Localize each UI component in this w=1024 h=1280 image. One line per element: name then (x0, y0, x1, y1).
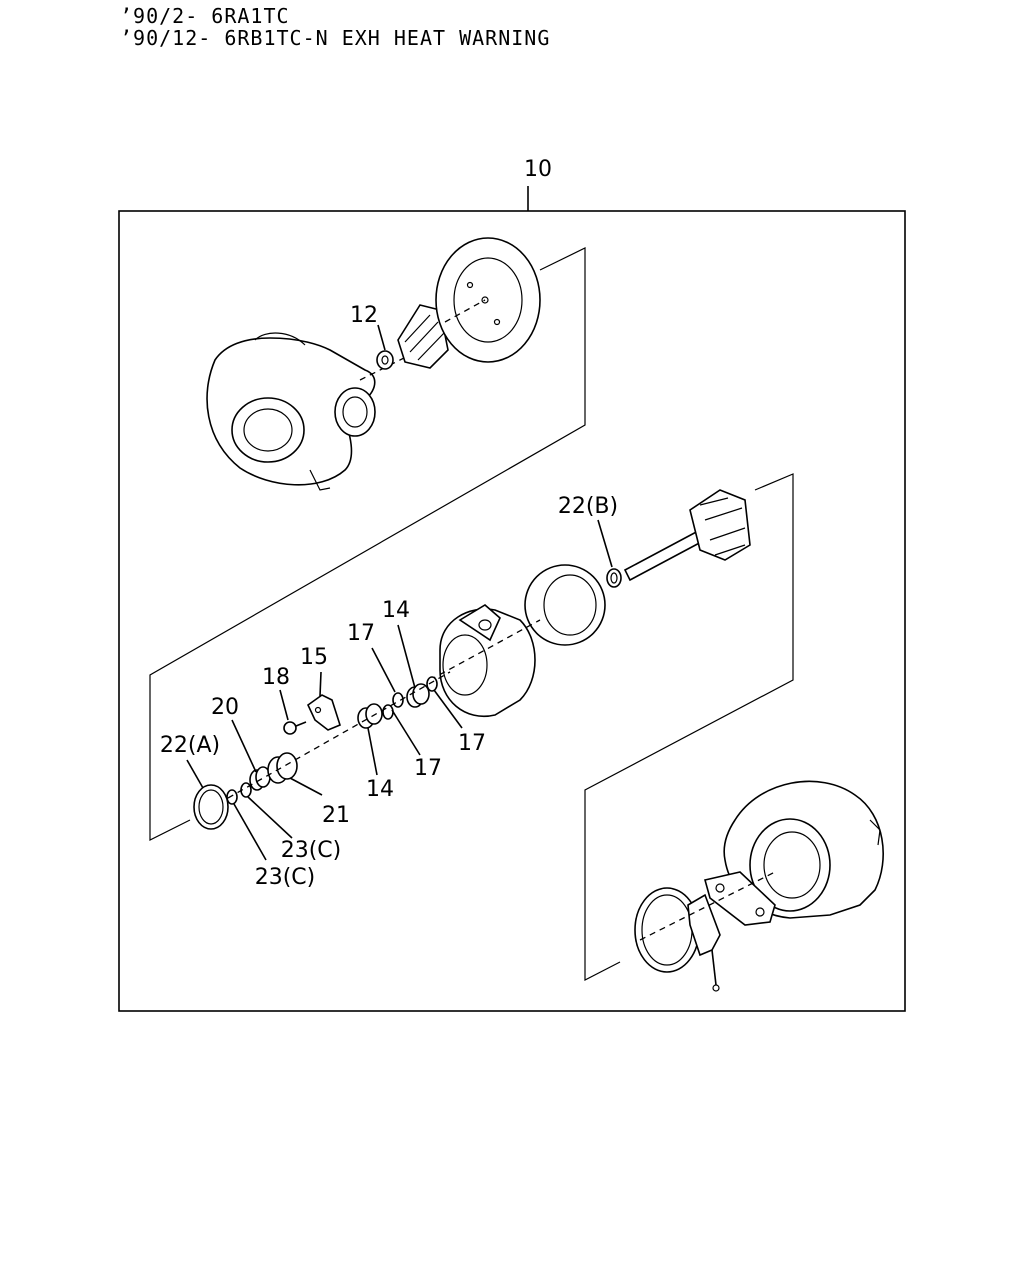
callout-14-lower: 14 (366, 777, 394, 802)
axis-backplate (444, 299, 486, 323)
leader-23c-b (233, 803, 267, 861)
group-boundary-compressor (149, 247, 586, 841)
bearing-housing (439, 604, 536, 718)
leader-14-lower (367, 727, 378, 776)
snap-ring-17-upper (426, 676, 438, 692)
leader-15 (319, 671, 322, 697)
callout-22a: 22(A) (160, 733, 220, 758)
leader-12 (377, 324, 386, 351)
thrust-bearing-15 (306, 694, 341, 731)
callout-23c-b: 23(C) (255, 865, 316, 890)
axis-small-parts (227, 671, 451, 799)
back-plate (435, 237, 541, 363)
snap-ring-17-lower (382, 704, 394, 720)
turbine-shaft-wheel (623, 489, 751, 582)
callout-12: 12 (350, 303, 378, 328)
leader-22a (186, 759, 204, 789)
assembly-frame (118, 210, 906, 1012)
callout-17-right: 17 (458, 731, 486, 756)
callout-17-lower: 17 (414, 756, 442, 781)
header-line-1: ’90/2- 6RA1TC (120, 4, 290, 28)
leader-17-lower (391, 709, 421, 756)
callout-17-upper: 17 (347, 621, 375, 646)
journal-bearing-14-upper (406, 683, 430, 708)
axis-compressor (359, 339, 441, 381)
callout-10: 10 (524, 157, 552, 182)
callout-18: 18 (262, 665, 290, 690)
axis-turbine (639, 871, 776, 941)
turbine-housing (704, 780, 884, 926)
callout-21: 21 (322, 803, 350, 828)
heat-shield (524, 564, 606, 646)
group-boundary-turbine (584, 473, 794, 981)
oil-insert-21 (267, 752, 298, 784)
compressor-housing (206, 332, 376, 491)
leader-21 (289, 777, 323, 796)
axis-bearing (429, 619, 541, 681)
callout-20: 20 (211, 695, 239, 720)
leader-17-right (433, 689, 463, 729)
leader-22b (597, 519, 613, 568)
callout-14-upper: 14 (382, 598, 410, 623)
seal-ring-22b (606, 568, 622, 588)
nut-12 (376, 350, 394, 370)
leader-18 (279, 689, 289, 721)
leader-23c-a (247, 796, 293, 839)
screw-18 (283, 721, 307, 735)
callout-15: 15 (300, 645, 328, 670)
v-band-clamp (634, 887, 721, 992)
journal-bearing-14-lower (357, 703, 383, 729)
header-line-2: ’90/12- 6RB1TC-N EXH HEAT WARNING (120, 26, 551, 50)
leader-20 (231, 719, 257, 773)
leader-17-upper (371, 647, 396, 693)
o-ring-22a (193, 784, 229, 830)
leader-14-upper (397, 624, 416, 689)
callout-23c-a: 23(C) (281, 838, 342, 863)
thrust-collar-20 (249, 766, 271, 791)
compressor-wheel (397, 304, 449, 369)
callout-22b: 22(B) (558, 494, 618, 519)
